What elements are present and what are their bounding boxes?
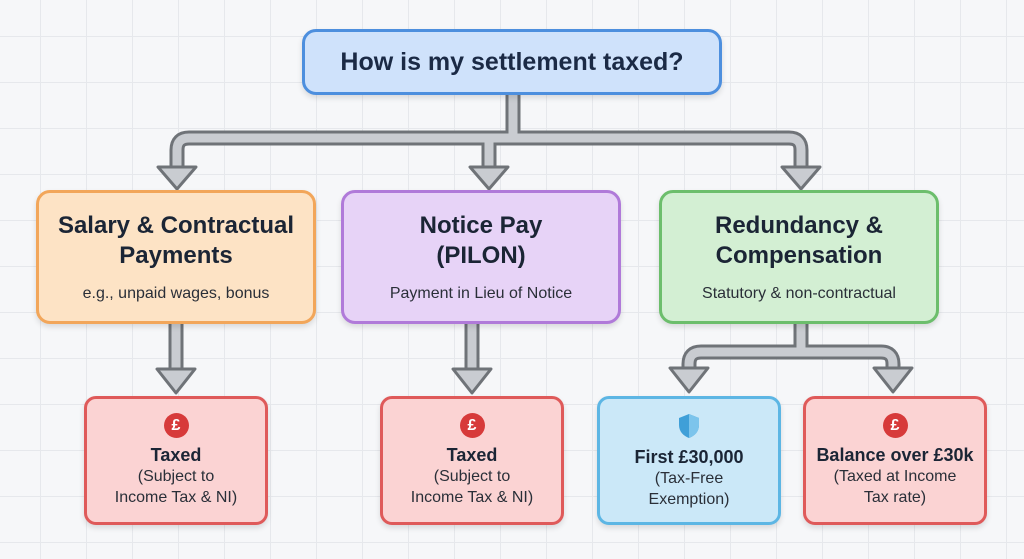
outcome-balance-over-30k: £ Balance over £30k (Taxed at Income Tax… [803,396,987,525]
pound-icon: £ [163,413,189,438]
outcome-detail-line1: (Taxed at Income [833,468,957,485]
outcome-title: Taxed [446,445,498,465]
category-title-line2: (PILON) [436,242,526,269]
outcome-detail-line2: Income Tax & NI) [114,489,238,506]
arrowhead-balance [872,366,914,394]
category-title-line2: Compensation [715,242,883,269]
arrowhead-taxed-2 [451,367,493,395]
outcome-detail-line1: (Subject to [433,468,511,485]
category-notice-pay: Notice Pay (PILON) Payment in Lieu of No… [341,190,621,324]
arrowhead-notice [468,165,510,191]
outcome-detail-line1: (Subject to [137,468,215,485]
category-salary-contractual: Salary & Contractual Payments e.g., unpa… [36,190,316,324]
outcome-detail-line2: Income Tax & NI) [410,489,534,506]
category-redundancy-compensation: Redundancy & Compensation Statutory & no… [659,190,939,324]
root-question-title: How is my settlement taxed? [340,47,684,76]
outcome-detail-line2: Exemption) [648,490,730,508]
outcome-title: First £30,000 [634,446,744,467]
arrowhead-taxed-1 [155,367,197,395]
category-subtitle: Statutory & non-contractual [702,285,896,302]
category-title-line1: Salary & Contractual [57,212,295,239]
connector-redundancy-fork [681,324,901,372]
arrowhead-redundancy [780,165,822,191]
outcome-title: Taxed [150,445,202,465]
pound-icon: £ [459,413,485,438]
outcome-taxed-salary: £ Taxed (Subject to Income Tax & NI) [84,396,268,525]
arrowhead-first-30k [668,366,710,394]
category-title-line2: Payments [119,242,233,269]
arrowhead-salary [156,165,198,191]
outcome-first-30k-exempt: First £30,000 (Tax-Free Exemption) [597,396,781,525]
root-question: How is my settlement taxed? [302,29,722,95]
outcome-detail-line1: (Tax-Free [654,469,724,487]
pound-icon: £ [882,413,908,438]
outcome-detail-line2: Tax rate) [863,489,927,506]
shield-icon [679,413,699,438]
category-title-line1: Redundancy & [714,212,884,239]
outcome-title: Balance over £30k [816,445,974,465]
outcome-taxed-notice: £ Taxed (Subject to Income Tax & NI) [380,396,564,525]
category-subtitle: e.g., unpaid wages, bonus [82,285,270,302]
category-subtitle: Payment in Lieu of Notice [389,285,573,302]
category-title-line1: Notice Pay [419,212,543,239]
